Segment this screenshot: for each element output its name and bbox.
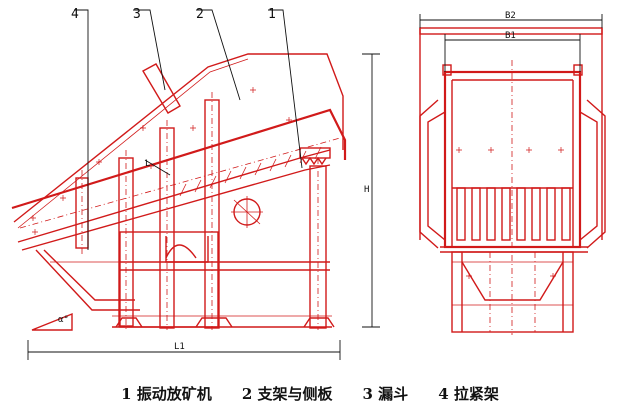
- callout-3: 3: [133, 7, 141, 22]
- callout-1: 1: [268, 7, 276, 22]
- dim-h-label: H: [364, 185, 369, 195]
- front-dimensions: [419, 14, 603, 72]
- dim-b1-label: B1: [505, 31, 516, 41]
- angle-label: α°: [58, 315, 69, 325]
- side-dimensions: [27, 53, 380, 360]
- parts-legend: 1 振动放矿机 2 支架与侧板 3 漏斗 4 拉紧架: [0, 383, 620, 404]
- side-view: [11, 53, 347, 331]
- legend-item-1: 1 振动放矿机: [121, 385, 212, 403]
- dim-l1-label: L1: [174, 342, 185, 352]
- legend-item-2: 2 支架与侧板: [241, 385, 333, 403]
- callout-leaders: [74, 9, 303, 250]
- front-view: [419, 27, 606, 335]
- legend-item-3: 3 漏斗: [362, 385, 409, 403]
- callout-2: 2: [196, 7, 204, 22]
- dim-l-label: L: [145, 159, 150, 169]
- callout-4: 4: [71, 7, 79, 22]
- dim-b2-label: B2: [505, 11, 516, 21]
- legend-item-4: 4 拉紧架: [438, 385, 499, 403]
